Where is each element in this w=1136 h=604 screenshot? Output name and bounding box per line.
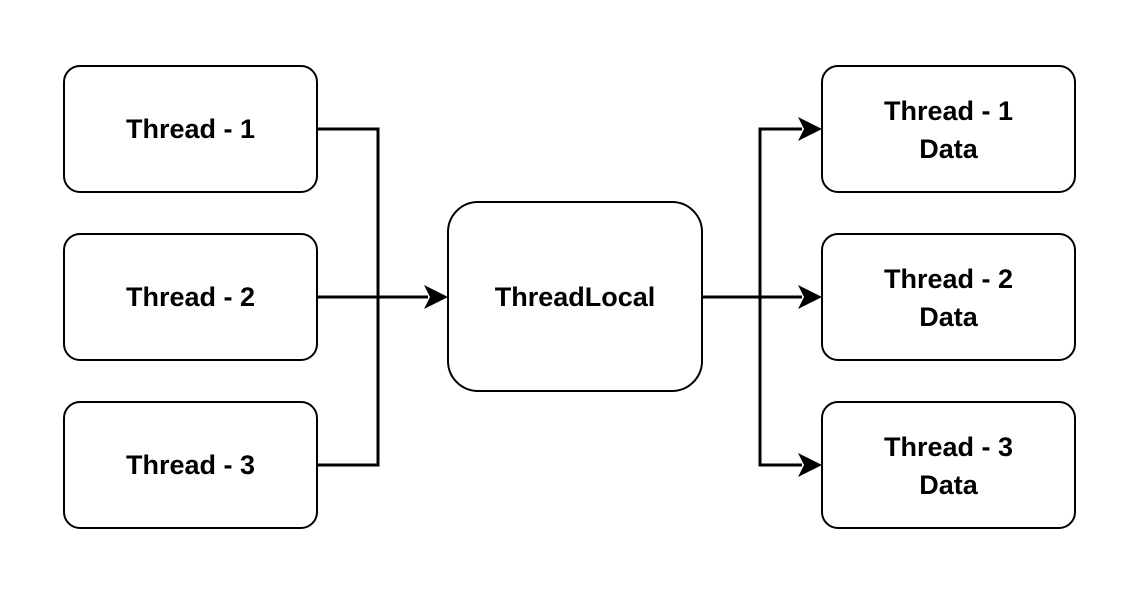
node-data-1-label-line1: Thread - 1	[884, 96, 1013, 126]
node-thread-1: Thread - 1	[63, 65, 318, 193]
node-data-3-label-line1: Thread - 3	[884, 432, 1013, 462]
node-data-3: Thread - 3 Data	[821, 401, 1076, 529]
connector-data-branch	[758, 127, 802, 467]
node-threadlocal-label: ThreadLocal	[495, 282, 656, 312]
node-thread-2: Thread - 2	[63, 233, 318, 361]
arrowhead-to-data2	[798, 285, 822, 309]
node-thread-3-label: Thread - 3	[126, 450, 255, 480]
node-thread-1-label: Thread - 1	[126, 114, 255, 144]
node-data-2-label-line2: Data	[919, 302, 979, 332]
arrowhead-to-data1	[798, 117, 822, 141]
node-thread-2-label: Thread - 2	[126, 282, 255, 312]
node-thread-3: Thread - 3	[63, 401, 318, 529]
node-data-2: Thread - 2 Data	[821, 233, 1076, 361]
input-connectors	[317, 127, 448, 467]
node-data-1-label-line2: Data	[919, 134, 979, 164]
arrowhead-to-threadlocal	[424, 285, 448, 309]
output-connectors	[702, 117, 822, 477]
node-data-2-label-line1: Thread - 2	[884, 264, 1013, 294]
node-data-3-label-line2: Data	[919, 470, 979, 500]
node-threadlocal: ThreadLocal	[447, 201, 703, 392]
arrowhead-to-data3	[798, 453, 822, 477]
node-data-1: Thread - 1 Data	[821, 65, 1076, 193]
